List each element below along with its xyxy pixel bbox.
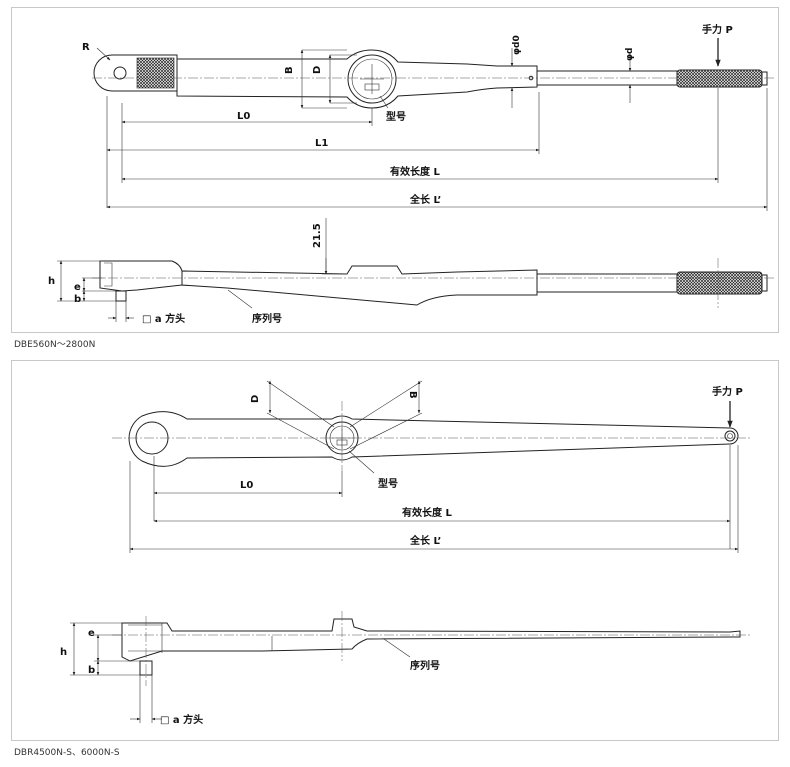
caption-dbe: DBE560N～2800N (14, 340, 96, 350)
label-hand-force-top: 手力 P (702, 23, 733, 36)
dbr-side-head (121, 618, 741, 662)
dbr-handle-pin (724, 430, 736, 442)
label-square-drive-top: □ a 方头 (142, 312, 185, 325)
label-h-top: h (48, 276, 55, 287)
dbe-wrench-drawing: R B D φd0 φd 手力 P 型号 L0 L1 有效长度 L 全长 L’ (48, 23, 774, 325)
caption-dbr: DBR4500N-S、6000N-S (14, 748, 120, 758)
label-b-lower-top: b (74, 294, 81, 305)
label-effective-length-top: 有效长度 L (390, 165, 440, 178)
diagram-panel-dbe: R B D φd0 φd 手力 P 型号 L0 L1 有效长度 L 全长 L’ (11, 7, 779, 333)
side-body (181, 265, 538, 306)
dbr-body (128, 411, 739, 467)
head-grip (136, 57, 175, 89)
label-serial-no-top: 序列号 (252, 312, 282, 325)
label-overall-length-top: 全长 L’ (409, 193, 441, 206)
label-b-bottom: B (407, 391, 418, 399)
label-phi-d0: φd0 (512, 35, 522, 55)
dial-inner (351, 58, 393, 100)
label-e-bottom: e (88, 628, 95, 639)
side-handle-grip (676, 271, 763, 295)
label-overall-length-bottom: 全长 L’ (409, 534, 441, 547)
label-l1: L1 (315, 138, 328, 149)
handle-cap (761, 71, 768, 86)
label-d-top: D (312, 66, 323, 74)
label-21-5: 21.5 (312, 223, 323, 248)
label-phi-d: φd (625, 48, 635, 61)
head-hole (113, 66, 127, 80)
dial-window (364, 83, 380, 91)
dbr-side-view-wrench (112, 611, 752, 686)
label-serial-no-bottom: 序列号 (410, 659, 440, 672)
label-square-drive-bottom: □ a 方头 (160, 713, 203, 726)
side-square-drive (115, 290, 127, 302)
label-radius: R (82, 42, 90, 53)
diagram-panel-dbr: D B 手力 P 型号 L0 有效长度 L 全长 L’ h e b (11, 360, 779, 741)
label-d-bottom: D (250, 395, 261, 403)
label-h-bottom: h (60, 647, 67, 658)
side-extension-tube (536, 273, 678, 293)
label-hand-force-bottom: 手力 P (712, 385, 743, 398)
label-b-top: B (284, 66, 295, 74)
handle-grip (676, 69, 763, 88)
label-model-no-bottom: 型号 (378, 477, 398, 490)
label-l0-bottom: L0 (240, 480, 253, 491)
label-e-top: e (74, 282, 81, 293)
label-l0-top: L0 (237, 111, 250, 122)
dbr-top-view-wrench (112, 401, 752, 471)
label-model-no-top: 型号 (386, 110, 406, 123)
top-view-wrench (92, 49, 774, 109)
label-b-lower-bottom: b (88, 665, 95, 676)
side-view-wrench (92, 258, 774, 308)
label-effective-length-bottom: 有效长度 L (402, 506, 452, 519)
dbr-wrench-drawing: D B 手力 P 型号 L0 有效长度 L 全长 L’ h e b (60, 380, 752, 726)
